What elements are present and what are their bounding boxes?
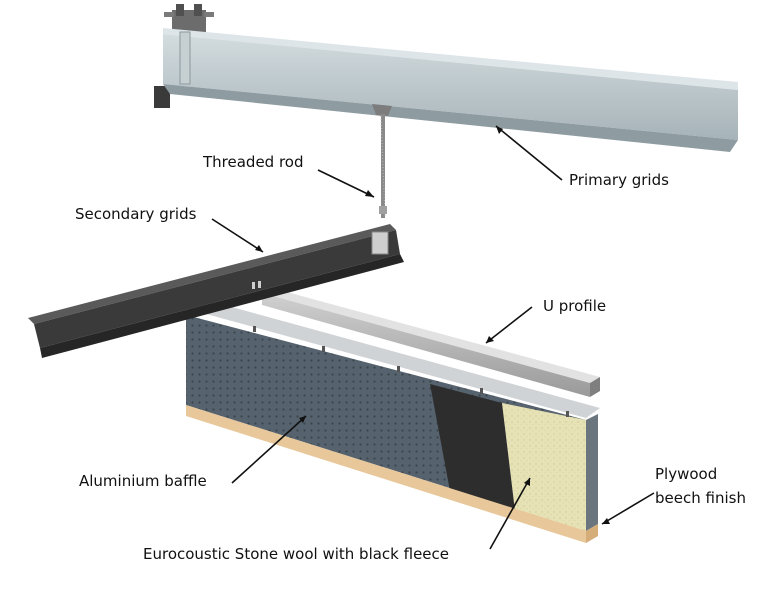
black-fleece bbox=[430, 384, 515, 511]
leader-stone-wool bbox=[489, 477, 531, 550]
secondary-grid-beam bbox=[28, 224, 404, 358]
plywood-finish bbox=[186, 405, 586, 543]
leader-plywood bbox=[601, 492, 655, 525]
primary-grid-beam bbox=[154, 4, 738, 152]
label-secondary-grids: Secondary grids bbox=[75, 205, 197, 223]
label-threaded-rod: Threaded rod bbox=[203, 153, 304, 171]
label-plywood-line1: Plywood bbox=[655, 465, 718, 483]
leader-secondary-grids bbox=[211, 218, 264, 253]
stone-wool bbox=[502, 403, 586, 531]
hanger-bracket bbox=[154, 4, 214, 108]
label-stone-wool: Eurocoustic Stone wool with black fleece bbox=[143, 545, 450, 563]
leader-primary-grids bbox=[495, 125, 563, 181]
threaded-rod bbox=[379, 114, 387, 218]
label-plywood-line2: beech finish bbox=[655, 489, 746, 507]
leader-u-profile bbox=[485, 306, 533, 344]
label-aluminium-baffle: Aluminium baffle bbox=[79, 472, 207, 490]
u-profile bbox=[262, 288, 600, 397]
baffle-assembly bbox=[186, 300, 600, 543]
leader-threaded-rod bbox=[317, 169, 375, 198]
label-u-profile: U profile bbox=[543, 297, 607, 315]
leader-aluminium-baffle bbox=[231, 415, 307, 484]
label-primary-grids: Primary grids bbox=[569, 171, 669, 189]
